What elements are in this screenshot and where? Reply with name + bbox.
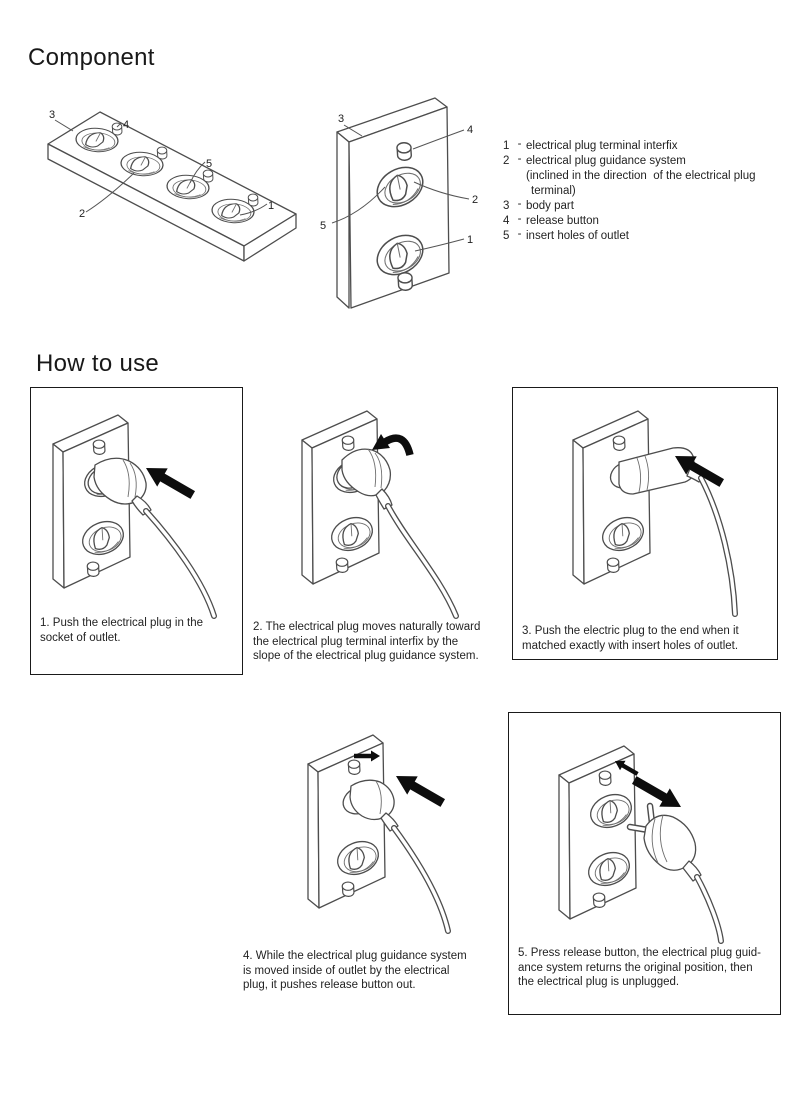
step-caption-line: 5. Press release button, the electrical … [518,947,761,959]
release-button [347,759,361,775]
step-caption-line: plug, it pushes release button out. [243,979,416,991]
figure-label-4: 4 [467,124,473,136]
component-title: Component [28,44,155,71]
release-button [86,561,100,577]
step-caption: 5. Press release button, the electrical … [518,946,772,990]
legend-item-note: (inclined in the direction of the electr… [503,169,793,184]
rotate-arrow-icon [372,434,414,457]
legend-item: 2-electrical plug guidance system [503,153,686,167]
step-caption: 2. The electrical plug moves naturally t… [253,620,505,664]
step-caption-line: 3. Push the electric plug to the end whe… [522,625,739,637]
figure-label-1: 1 [467,234,473,246]
step-3-illustration [572,410,738,617]
release-button [606,557,620,573]
electrical-plug [336,448,393,510]
power-cable [698,475,738,617]
release-button [592,892,606,908]
electrical-plug [342,779,399,832]
strip-release-button [111,122,123,136]
release-button [396,142,412,161]
figure-label-2: 2 [472,194,478,206]
legend-item-text: terminal) [531,185,576,197]
step-caption-line: matched exactly with insert holes of out… [522,639,739,652]
figure-label-1: 1 [268,200,274,212]
step-panel-1: 1. Push the electrical plug in the socke… [30,387,243,675]
leader-line [189,161,206,184]
step-caption-line: is moved inside of outlet by the electri… [243,964,450,977]
step-5-illustration [558,745,724,944]
step-caption-line: slope of the electrical plug guidance sy… [253,650,479,662]
leader-line [413,181,470,200]
step-4-illustration [307,734,451,934]
step-caption: 4. While the electrical plug guidance sy… [243,949,503,993]
power-cable [143,508,217,619]
how-to-use-title: How to use [36,350,160,377]
step-caption: 3. Push the electric plug to the end whe… [522,624,768,653]
step-2-illustration [301,410,459,619]
step-caption-line: the electrical plug terminal interfix by… [253,635,459,648]
figure-label-4: 4 [123,119,129,131]
power-strip-figure: 3 4 5 2 1 [47,109,297,262]
legend-item-number: 4 [503,215,510,227]
figure-label-3: 3 [338,113,344,125]
figure-label-3: 3 [49,109,55,121]
outlet-figure: 3 4 2 5 1 [320,97,478,309]
step-caption-line: socket of outlet. [40,631,121,644]
step-caption-line: 2. The electrical plug moves naturally t… [253,621,481,633]
release-button [598,770,612,786]
legend-item-text: release button [526,215,599,227]
step-caption-line: 4. While the electrical plug guidance sy… [243,950,467,962]
figure-label-5: 5 [206,158,212,170]
legend-item: 1-electrical plug terminal interfix [503,138,678,152]
leader-line [414,238,465,252]
parts-legend: 1-electrical plug terminal interfix 2-el… [503,138,793,244]
leader-line [412,129,465,150]
legend-item-number: 1 [503,140,510,152]
legend-item-note: terminal) [503,184,793,199]
strip-release-button [202,169,214,183]
release-button [341,881,355,897]
electrical-plug [626,802,702,882]
legend-item-number: 2 [503,155,510,167]
push-arrow-icon [140,458,199,505]
leader-line [331,186,386,224]
release-button [92,439,106,455]
release-button [612,435,626,451]
release-button [335,557,349,573]
unplug-arrow-icon [628,770,687,817]
release-button [397,272,413,291]
step-1-illustration [52,414,217,619]
leader-line [116,122,122,128]
power-cable [391,825,451,934]
step-caption: 1. Push the electrical plug in the socke… [40,616,236,645]
legend-item-number: 5 [503,230,510,242]
step-caption-line: ance system returns the original positio… [518,961,753,974]
electrical-plug [87,457,152,516]
figure-label-5: 5 [320,220,326,232]
legend-item: 3-body part [503,198,574,212]
legend-item-text: body part [526,200,574,212]
strip-release-button [247,193,259,207]
step-panel-3: 3. Push the electric plug to the end whe… [512,387,778,660]
legend-item: 4-release button [503,213,599,227]
step-caption-line: the electrical plug is unplugged. [518,976,680,988]
legend-item-text: electrical plug guidance system [526,155,686,167]
leader-line [54,119,74,132]
leader-line [343,124,363,137]
step-panel-5: 5. Press release button, the electrical … [508,712,781,1015]
push-arrow-icon [390,766,449,813]
legend-item-text: (inclined in the direction of the electr… [526,170,756,182]
legend-item: 5-insert holes of outlet [503,228,629,242]
legend-item-text: insert holes of outlet [526,230,629,242]
outlet-body [336,97,450,309]
leader-line [85,172,135,213]
step-caption-line: 1. Push the electrical plug in the [40,617,204,629]
figure-label-2: 2 [79,208,85,220]
leader-line [239,203,268,216]
release-button [341,435,355,451]
legend-item-number: 3 [503,200,510,212]
strip-release-button [156,146,168,160]
legend-item-text: electrical plug terminal interfix [526,140,678,152]
